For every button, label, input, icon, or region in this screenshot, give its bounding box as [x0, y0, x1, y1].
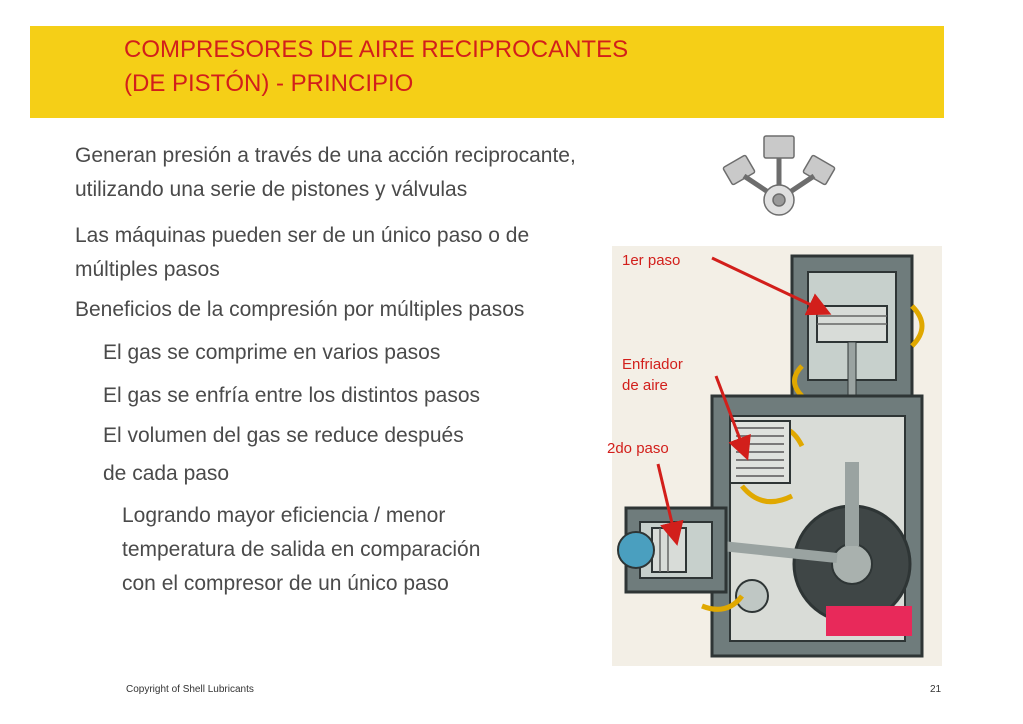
sub-bullet-line: Logrando mayor eficiencia / menor [122, 504, 446, 527]
piston-assembly-icon [722, 135, 836, 216]
title-bar [30, 26, 944, 118]
arrow-first-stage [711, 256, 832, 316]
paragraph-line: utilizando una serie de pistones y válvu… [75, 178, 468, 201]
callout-first-stage: 1er paso [622, 252, 681, 269]
page-number: 21 [930, 684, 942, 695]
air-cooler [729, 420, 791, 484]
footer-copyright: Copyright of Shell Lubricants [126, 684, 254, 695]
callout-second-stage: 2do paso [607, 440, 669, 457]
callout-air-cooler-line-2: de aire [622, 377, 668, 394]
arrow-second-stage [656, 463, 684, 546]
arrow-air-cooler [714, 375, 751, 461]
sub-bullet-line: con el compresor de un único paso [122, 572, 449, 595]
sub-bullet-line: temperatura de salida en comparación [122, 538, 481, 561]
slide-title-line-2: (DE PISTÓN) - PRINCIPIO [124, 70, 414, 97]
paragraph-line: Las máquinas pueden ser de un único paso… [75, 224, 530, 247]
callout-air-cooler-line-1: Enfriador [622, 356, 683, 373]
paragraph-line: Generan presión a través de una acción r… [75, 144, 576, 167]
compressor-cutaway-diagram [612, 246, 942, 666]
paragraph-line: múltiples pasos [75, 258, 220, 281]
bullet-line: El gas se enfría entre los distintos pas… [103, 384, 481, 407]
bullet-line: El gas se comprime en varios pasos [103, 341, 441, 364]
paragraph-line: Beneficios de la compresión por múltiple… [75, 298, 525, 321]
bullet-line: El volumen del gas se reduce después [103, 424, 464, 447]
slide-title-line-1: COMPRESORES DE AIRE RECIPROCANTES [124, 36, 629, 63]
bullet-line: de cada paso [103, 462, 230, 485]
